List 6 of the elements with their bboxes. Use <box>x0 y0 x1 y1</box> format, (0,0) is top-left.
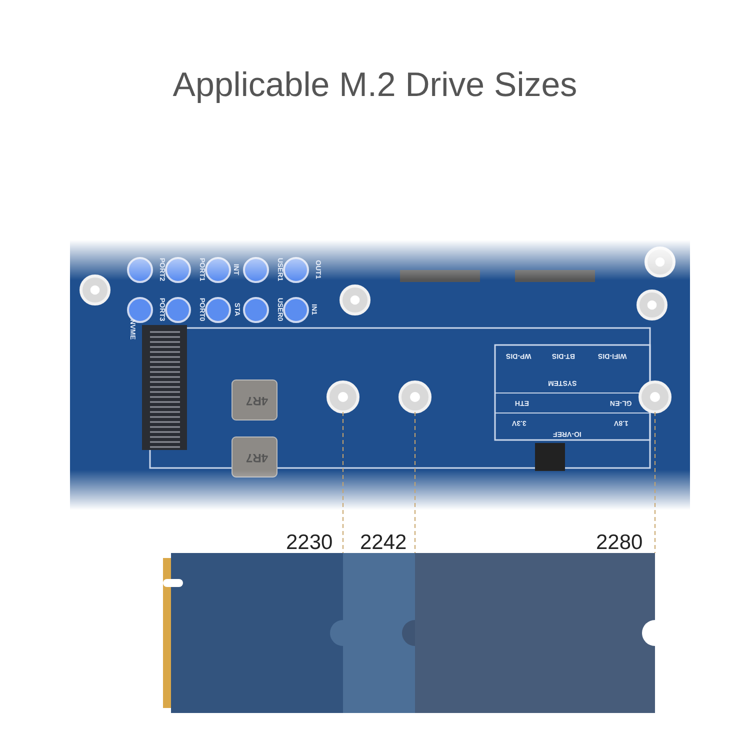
component-marking: 4R7 <box>246 394 268 408</box>
title: Applicable M.2 Drive Sizes <box>172 66 578 105</box>
dimension-label: 2280 <box>596 531 643 555</box>
component-marking: 4R7 <box>246 451 268 465</box>
dimension-label: 2230 <box>286 531 333 555</box>
dimension-label: 2242 <box>360 531 407 555</box>
